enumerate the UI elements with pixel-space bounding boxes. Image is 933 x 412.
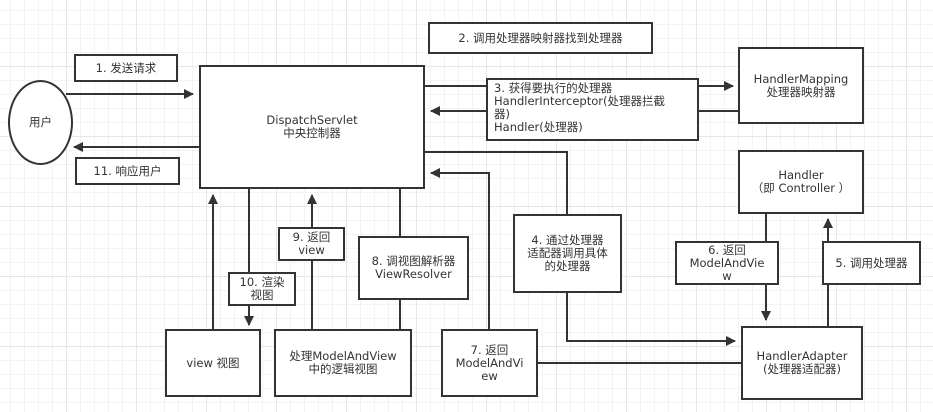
step-10-label: 10. 渲染 视图	[228, 272, 296, 306]
step-4-label: 4. 通过处理器 适配器调用具体 的处理器	[513, 214, 622, 293]
step-1-label: 1. 发送请求	[74, 54, 178, 82]
step-11-label: 11. 响应用户	[75, 157, 180, 185]
dispatcher-servlet-node[interactable]: DispatchServlet 中央控制器	[199, 65, 425, 189]
step-5-label: 5. 调用处理器	[822, 241, 921, 285]
view-resolver-node[interactable]: 8. 调视图解析器 ViewResolver	[358, 236, 469, 300]
handler-adapter-node[interactable]: HandlerAdapter (处理器适配器)	[741, 326, 863, 400]
view-node[interactable]: view 视图	[165, 329, 261, 397]
handler-mapping-node[interactable]: HandlerMapping 处理器映射器	[738, 47, 864, 124]
step-3-label: 3. 获得要执行的处理器 HandlerInterceptor(处理器拦截 器)…	[486, 78, 699, 141]
user-node[interactable]: 用户	[8, 80, 73, 165]
handler-node[interactable]: Handler （即 Controller ）	[738, 150, 864, 214]
step-7-label: 7. 返回 ModelAndVi ew	[441, 329, 538, 397]
edge-return-mav-7	[430, 168, 742, 364]
step-9-label: 9. 返回 view	[278, 227, 345, 261]
step-6-label: 6. 返回 ModelAndVie w	[675, 241, 779, 285]
step-2-label: 2. 调用处理器映射器找到处理器	[428, 22, 653, 54]
logical-view-node[interactable]: 处理ModelAndView 中的逻辑视图	[274, 329, 412, 397]
